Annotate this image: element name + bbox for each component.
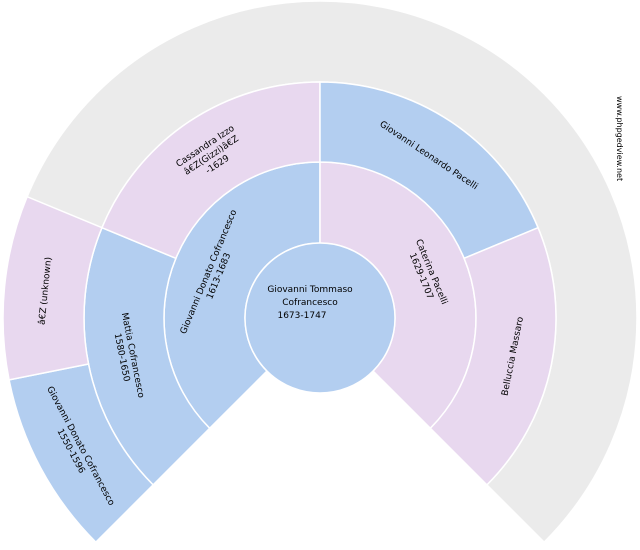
site-credit[interactable]: www.phpgedview.net [615,96,624,182]
root-person-line: 1673-1747 [277,311,326,321]
root-person-line: Cofrancesco [282,298,338,308]
ancestor-wedge-ggm-1[interactable] [2,195,103,381]
ancestor-wedge-maternal-grandmother[interactable] [429,226,557,486]
root-person-circle[interactable] [244,242,396,394]
root-person-line: Giovanni Tommaso [267,285,353,295]
